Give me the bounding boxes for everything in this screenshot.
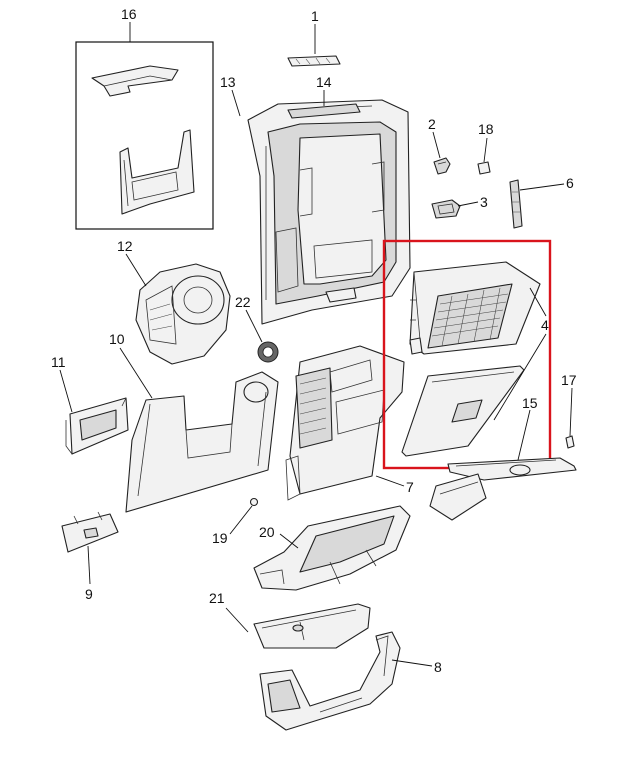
part-10-knee-panel (125, 371, 279, 513)
part-16-trim-top (91, 65, 179, 97)
callout-labels: 16 1 13 14 2 18 3 6 12 22 10 11 4 17 15 … (51, 6, 577, 675)
part-19-clip (249, 497, 259, 507)
callout-13: 13 (220, 74, 236, 90)
callout-9: 9 (85, 586, 93, 602)
callout-20: 20 (259, 524, 275, 540)
callout-10: 10 (109, 331, 125, 347)
part-5-glovebox-door (401, 365, 525, 457)
callout-2: 2 (428, 116, 436, 132)
part-2-switch (433, 157, 451, 175)
callout-19: 19 (212, 530, 228, 546)
callout-15: 15 (522, 395, 538, 411)
callout-7: 7 (406, 479, 414, 495)
callout-12: 12 (117, 238, 133, 254)
part-15-bracket (429, 473, 487, 521)
part-7-center-bracket (285, 345, 405, 501)
part-12-column-shroud (135, 263, 231, 365)
part-4-glovebox-bin (409, 261, 541, 355)
inset-frame-16 (75, 41, 214, 230)
part-14-top-trim (287, 103, 361, 119)
leader-lines (59, 22, 573, 667)
part-21-console-mid (253, 603, 371, 649)
part-6-side-trim (509, 179, 523, 229)
callout-4: 4 (541, 317, 549, 333)
callout-14: 14 (316, 74, 332, 90)
callout-17: 17 (561, 372, 577, 388)
part-1-vent-strip (287, 55, 341, 67)
part-17-clip (565, 435, 575, 449)
callout-22: 22 (235, 294, 251, 310)
callout-6: 6 (566, 175, 574, 191)
part-15-trim-strip (447, 457, 577, 481)
part-18-clip (477, 161, 491, 175)
part-8-console-lower (259, 631, 401, 731)
part-9-cover (61, 511, 119, 553)
part-3-switch-bank (431, 199, 461, 219)
part-20-console-upper (253, 505, 411, 591)
part-11-bracket (65, 397, 129, 455)
callout-8: 8 (434, 659, 442, 675)
part-16-bezel (119, 129, 195, 215)
callout-21: 21 (209, 590, 225, 606)
callout-3: 3 (480, 194, 488, 210)
part-22-ring (257, 341, 279, 363)
callout-16: 16 (121, 6, 137, 22)
part-13-center-bezel (247, 99, 411, 325)
callout-1: 1 (311, 8, 319, 24)
callout-18: 18 (478, 121, 494, 137)
callout-11: 11 (51, 354, 66, 370)
